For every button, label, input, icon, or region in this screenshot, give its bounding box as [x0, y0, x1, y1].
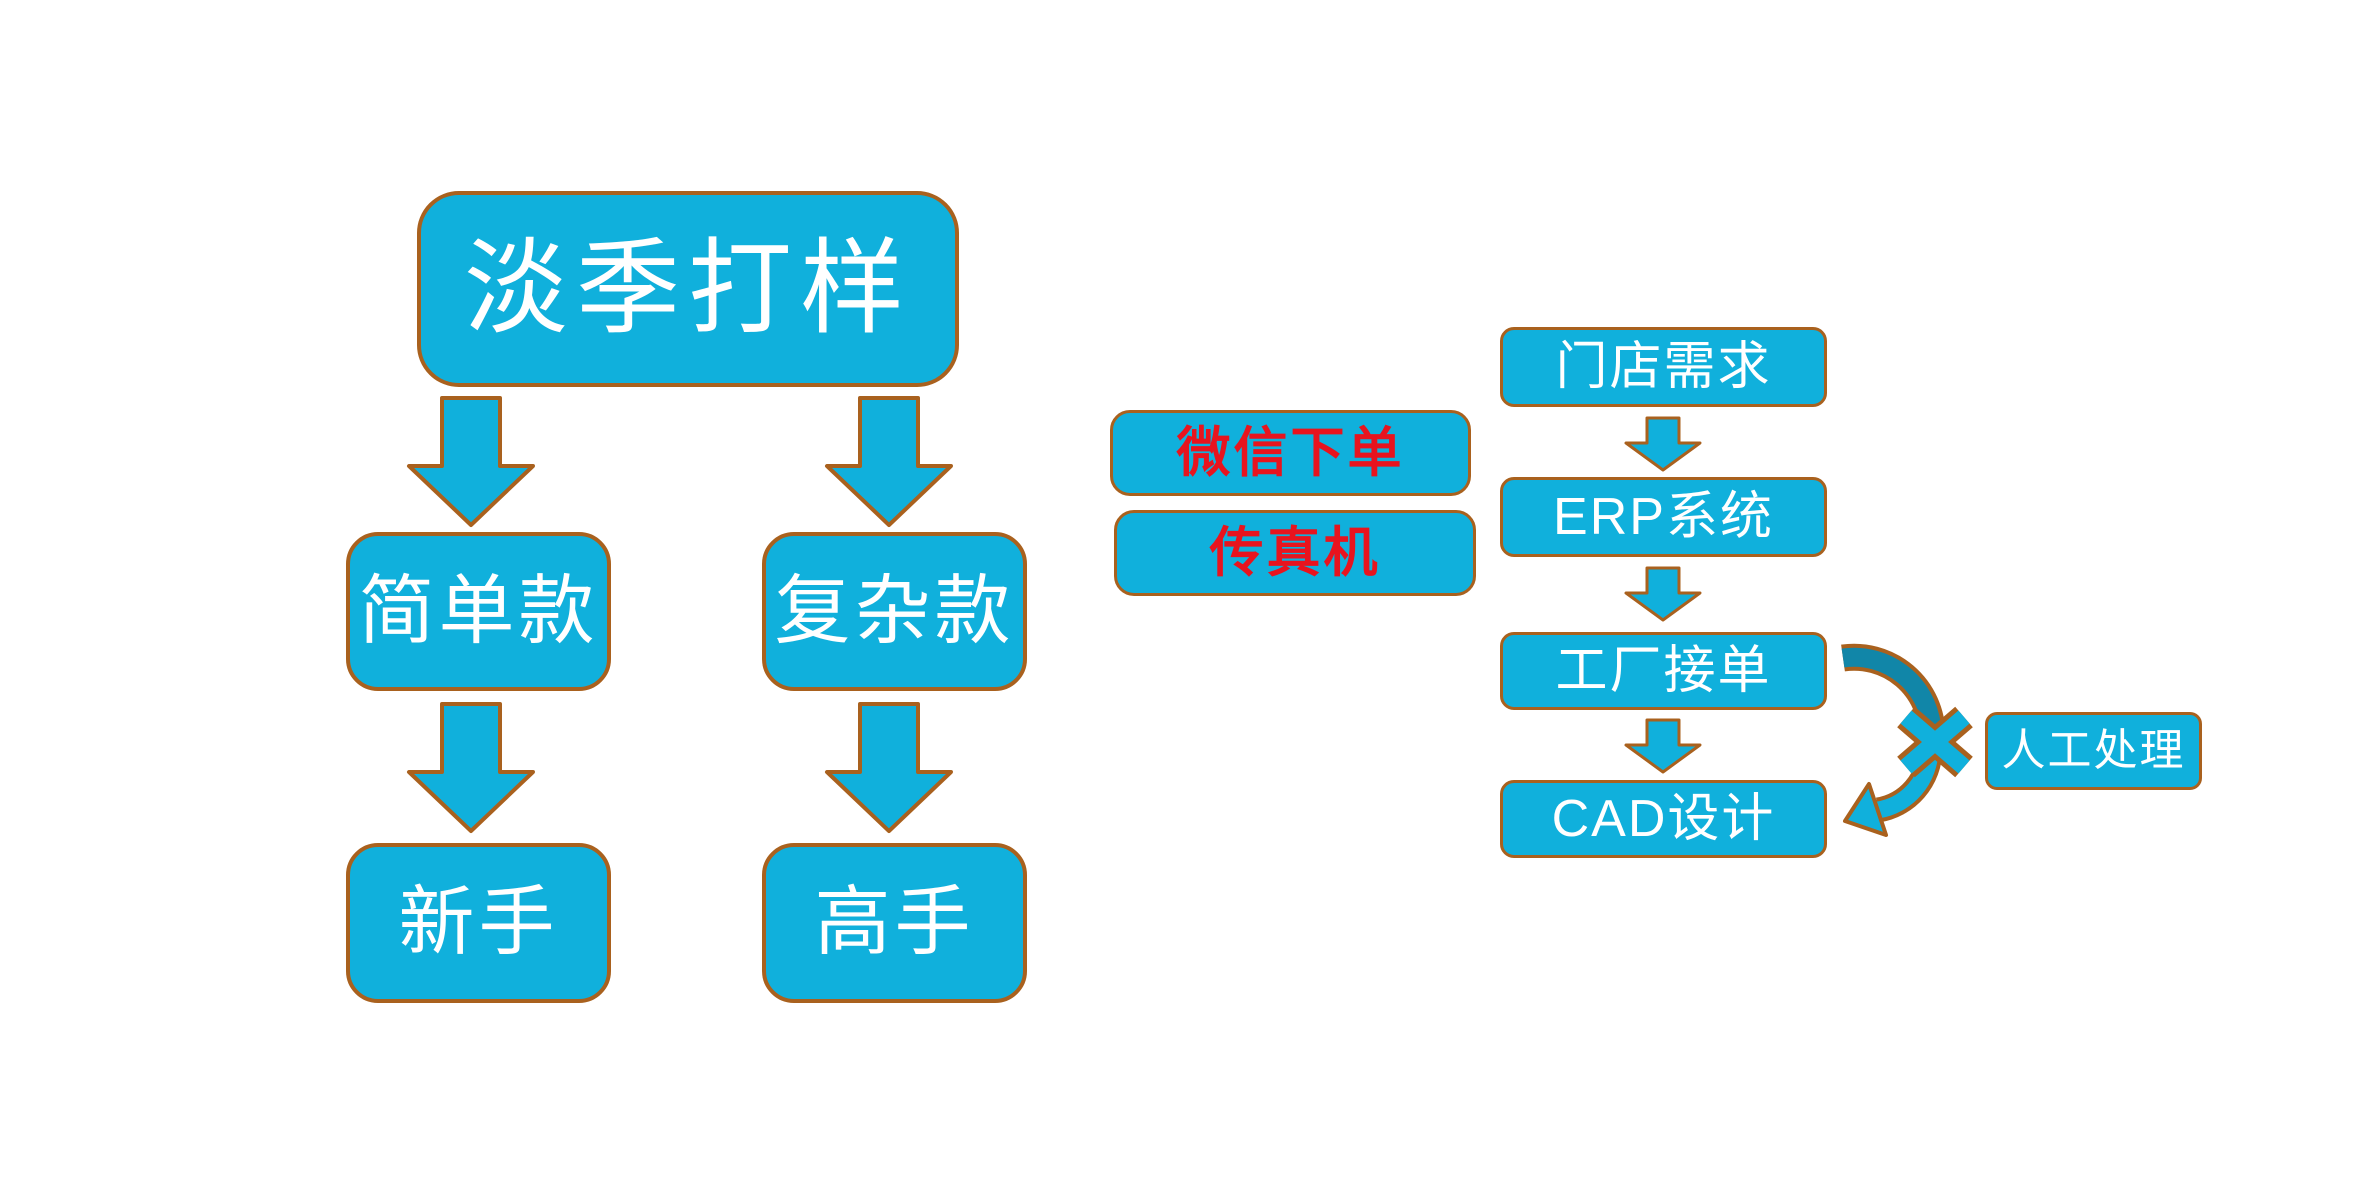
complex-style-label: 复杂款: [774, 568, 1015, 654]
novice-label: 新手: [398, 880, 559, 965]
wechat-order-label: 微信下单: [1176, 423, 1405, 483]
simple-style-node: 简单款: [346, 532, 611, 691]
factory-order-label: 工厂接单: [1555, 642, 1772, 700]
fax-machine-node: 传真机: [1114, 510, 1476, 596]
arrow-complex-to-expert-icon: [825, 702, 953, 833]
novice-node: 新手: [346, 843, 611, 1003]
x-mark-icon: [1897, 706, 1973, 778]
arrow-simple-to-novice-icon: [407, 702, 535, 833]
cad-design-label: CAD设计: [1551, 790, 1776, 848]
arrow-root-to-complex-icon: [825, 396, 953, 527]
cad-design-node: CAD设计: [1500, 780, 1827, 858]
expert-label: 高手: [814, 880, 975, 965]
store-demand-label: 门店需求: [1555, 338, 1772, 396]
erp-system-node: ERP系统: [1500, 477, 1827, 557]
simple-style-label: 简单款: [358, 568, 599, 654]
erp-system-label: ERP系统: [1553, 488, 1774, 546]
arrow-factory-to-cad-icon: [1624, 718, 1702, 774]
offseason-sampling-label: 淡季打样: [463, 231, 912, 347]
offseason-sampling-node: 淡季打样: [417, 191, 959, 387]
expert-node: 高手: [762, 843, 1027, 1003]
curved-arrowhead-icon: [1843, 782, 1888, 837]
arrow-store-to-erp-icon: [1624, 416, 1702, 472]
arrow-root-to-simple-icon: [407, 396, 535, 527]
manual-handling-label: 人工处理: [2001, 726, 2186, 775]
wechat-order-node: 微信下单: [1110, 410, 1471, 496]
curved-arrow-factory-to-cad: [1841, 643, 1973, 837]
store-demand-node: 门店需求: [1500, 327, 1827, 407]
manual-handling-node: 人工处理: [1985, 712, 2202, 790]
arrow-erp-to-factory-icon: [1624, 566, 1702, 622]
fax-machine-label: 传真机: [1209, 523, 1381, 583]
factory-order-node: 工厂接单: [1500, 632, 1827, 710]
complex-style-node: 复杂款: [762, 532, 1027, 691]
